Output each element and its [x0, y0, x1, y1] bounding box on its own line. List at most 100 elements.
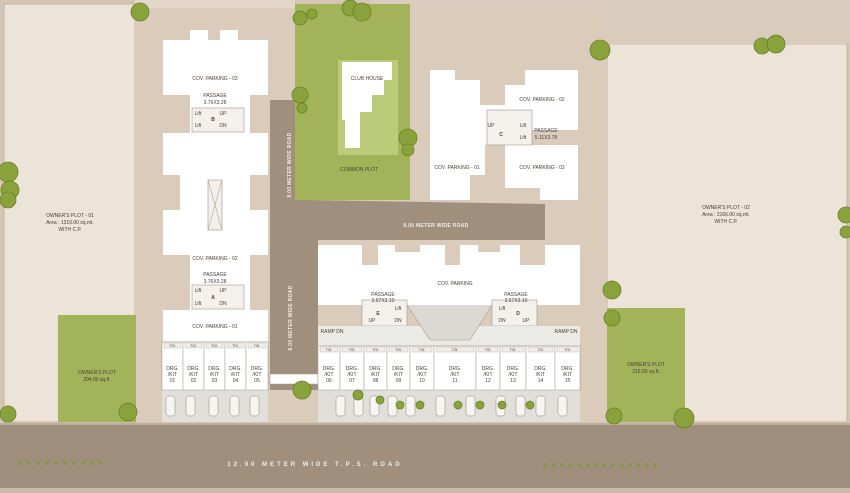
shop-name-label: DRG.: [534, 366, 547, 372]
tree: [415, 400, 425, 410]
tree: [375, 395, 385, 405]
wing-c-lift-1: Lift: [520, 123, 527, 129]
wing-a-passage-label: PASSAGE: [203, 272, 227, 278]
shop-toilet-label: TOI.: [349, 348, 356, 352]
road-horizontal-label: 8.00 METER WIDE ROAD: [403, 223, 468, 229]
road-shrub: [18, 461, 22, 465]
tree: [306, 8, 318, 20]
shop-number: 15: [565, 378, 571, 384]
shop-kit-label: /KIT: [394, 372, 403, 378]
shop-toilet: [388, 346, 409, 353]
shop-kit-label: /KIT: [210, 372, 219, 378]
owners-plot-small-right-title: OWNER'S PLOT: [627, 362, 665, 368]
tree: [130, 2, 150, 22]
road-shrub: [27, 461, 31, 465]
wing-a-core: [191, 284, 245, 310]
cars-group: [165, 395, 568, 417]
shop-toilet-label: TOI.: [211, 344, 218, 348]
parked-car: [515, 395, 526, 417]
owners-plot-small-right: [607, 308, 685, 422]
shop-toilet: [435, 346, 475, 353]
tree: [0, 191, 17, 209]
road-vertical-top-label: 8.00 METER WIDE ROAD: [287, 132, 293, 197]
shop-toilet-label: TOI.: [452, 348, 459, 352]
shop-toilet-label: TOI.: [564, 348, 571, 352]
parked-car: [387, 395, 398, 417]
shop-outline: [499, 345, 527, 391]
shop-number: 02: [191, 378, 197, 384]
owners-plot-small-left-area: 204.00 sq.ft.: [83, 377, 111, 383]
wing-a-lift-2: Lift: [195, 301, 202, 307]
wing-e-letter: E: [376, 311, 380, 317]
trees-group: [0, 0, 850, 467]
shop-number: 07: [349, 378, 355, 384]
road-shrub: [594, 463, 598, 467]
shop-kit-label: /KIT: [563, 372, 572, 378]
tree: [292, 10, 308, 26]
shop-kit-label: /KIT: [371, 372, 380, 378]
road-shrub: [619, 463, 624, 467]
parked-car: [229, 395, 240, 417]
wing-d-letter: D: [516, 311, 520, 317]
tree: [352, 389, 364, 401]
shop-number: 06: [326, 378, 332, 384]
shop-toilet-label: TOI.: [372, 348, 379, 352]
road-shrub: [99, 461, 103, 465]
shop-kit-label: /KIT: [231, 372, 240, 378]
wing-c-parking-02-label: COV. PARKING - 02: [519, 97, 565, 103]
shop-toilet-label: TOI.: [419, 348, 426, 352]
shop-name-label: DRG.: [346, 366, 359, 372]
wing-e-dn: DN: [394, 318, 402, 324]
shop-name-label: DRG.: [251, 366, 264, 372]
wing-b-letter: B: [211, 117, 215, 123]
shop-toilet: [527, 346, 554, 353]
wing-b-lift-2: Lift: [195, 123, 202, 129]
shop-toilet: [411, 346, 433, 353]
shop-toilet: [319, 346, 339, 353]
wing-b-passage-size: 3.76X3.28: [204, 100, 227, 106]
shop-kit-label: /KIT: [347, 372, 356, 378]
wing-a-bottom: [163, 310, 268, 342]
road-shrub: [45, 461, 49, 465]
shop-name-label: DRG.: [561, 366, 574, 372]
shop-toilet: [226, 342, 245, 349]
wing-e-core: [361, 299, 408, 327]
club-house-building: [342, 62, 392, 148]
shop-number: 12: [485, 378, 491, 384]
road-shrub: [611, 463, 615, 467]
road-shrub: [560, 463, 564, 467]
shop-toilet: [501, 346, 525, 353]
shop-toilet: [163, 342, 182, 349]
road-vertical-bottom: [270, 230, 318, 390]
shop-kit-label: /KIT: [252, 372, 261, 378]
shops-group: TOI.DRG./KIT01TOI.DRG./KIT02TOI.DRG./KIT…: [161, 341, 581, 391]
shop-kit-label: /KIT: [450, 372, 459, 378]
tree: [605, 407, 623, 425]
tree: [401, 143, 415, 157]
shop-name-label: DRG.: [449, 366, 462, 372]
shop-toilet-label: TOI.: [190, 344, 197, 348]
top-left-area: [135, 0, 295, 8]
shop-toilet: [205, 342, 224, 349]
parked-car: [465, 395, 476, 417]
shop-outline: [245, 341, 269, 391]
road-shrub: [568, 463, 573, 467]
wing-c-parking-03-label: COV. PARKING - 03: [519, 165, 565, 171]
shop-number: 04: [233, 378, 239, 384]
wing-c-letter: C: [499, 132, 503, 138]
wing-c-building: [430, 70, 578, 200]
shop-kit-label: /KIT: [508, 372, 517, 378]
road-shrub: [645, 463, 649, 467]
owners-plot-01-title: OWNER'S PLOT - 01: [46, 213, 94, 219]
tree: [296, 102, 308, 114]
wing-d-up: UP: [523, 318, 531, 324]
shop-number: 11: [452, 378, 457, 384]
ramp-right-label: RAMP DN: [555, 329, 578, 335]
tree: [0, 161, 19, 183]
wing-a-lift-1: Lift: [195, 288, 202, 294]
shop-outline: [433, 345, 477, 391]
